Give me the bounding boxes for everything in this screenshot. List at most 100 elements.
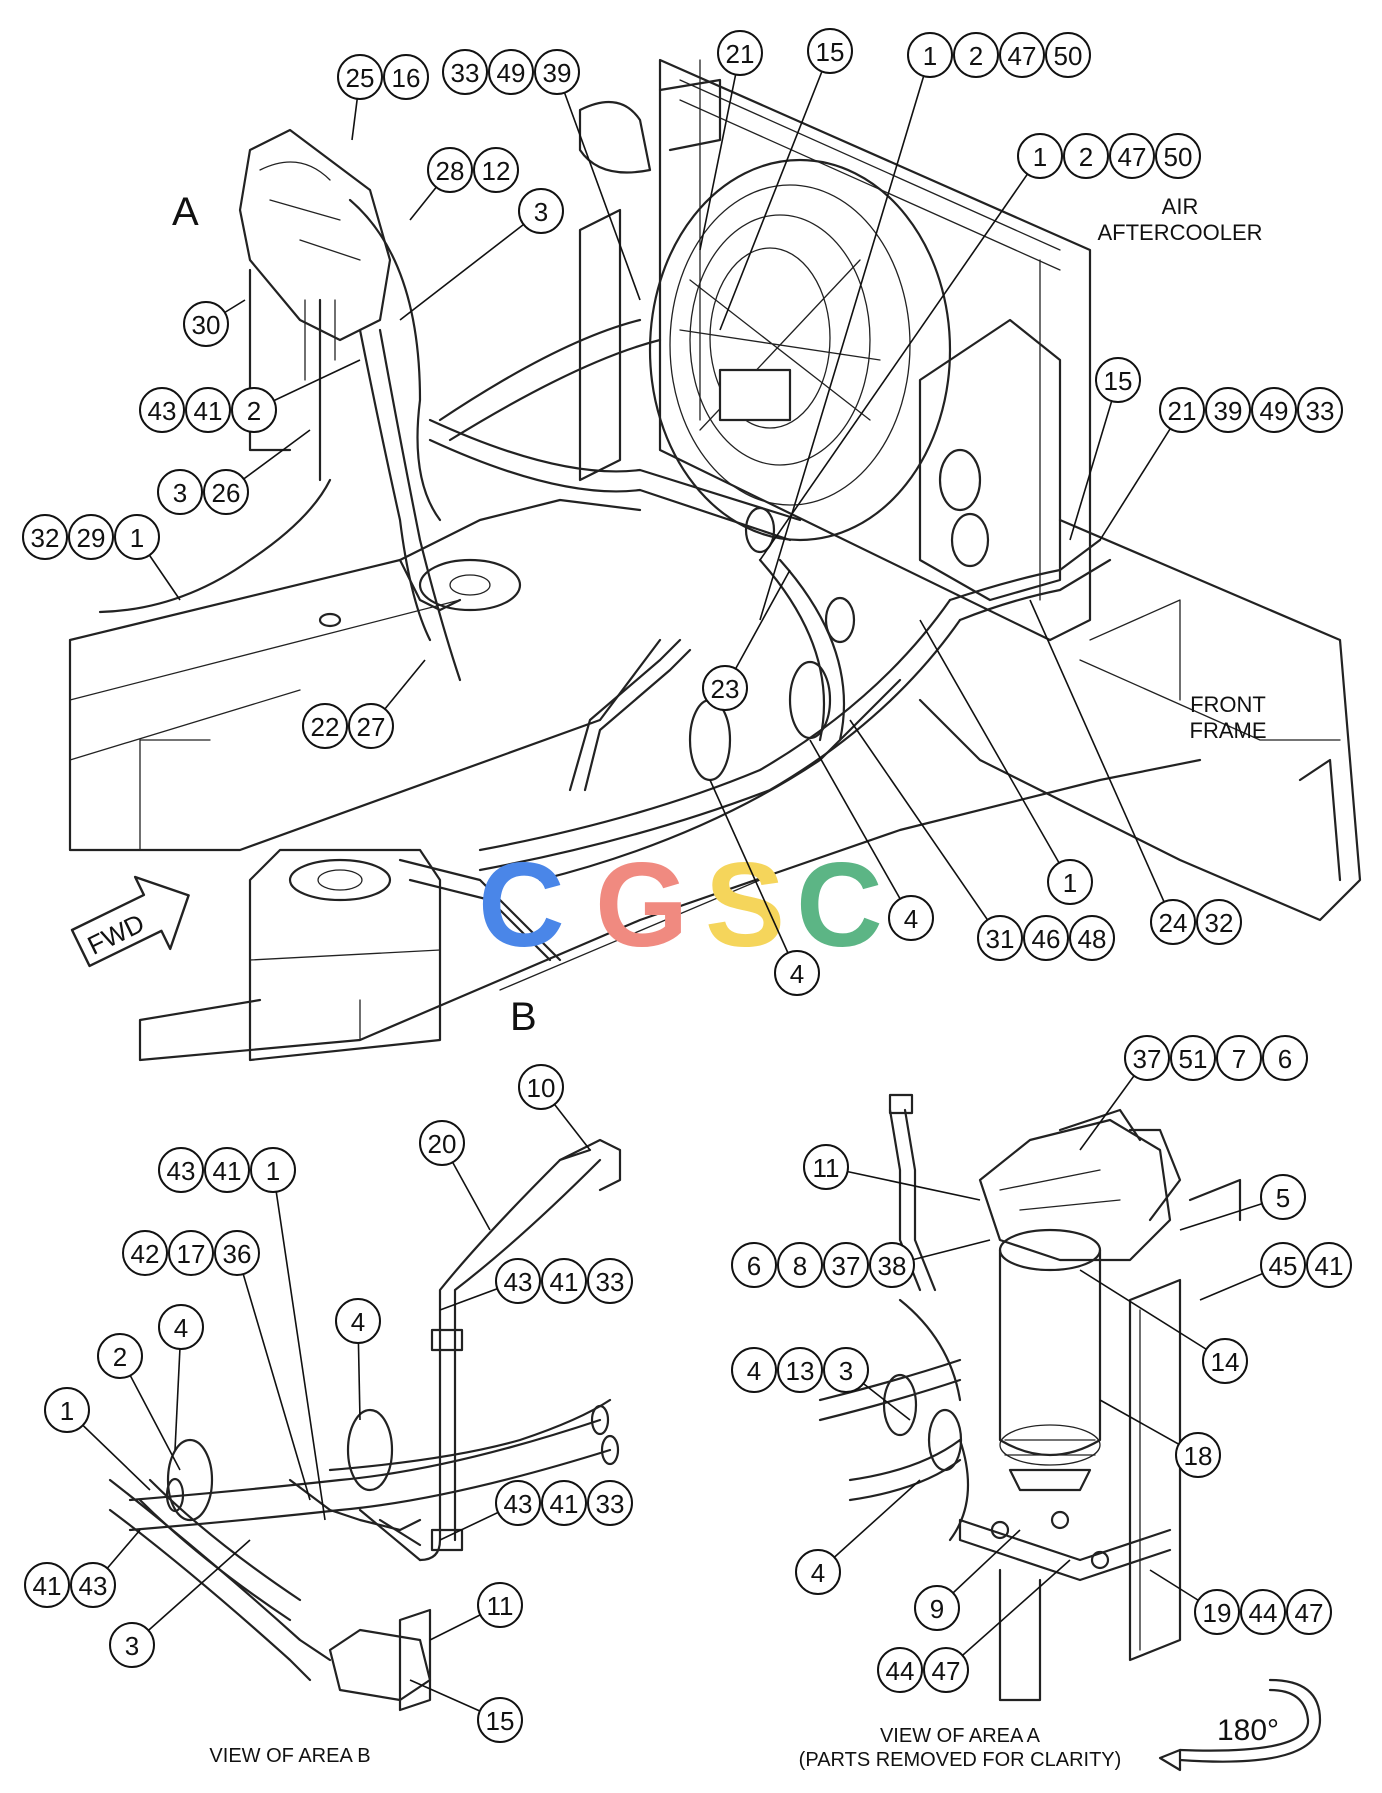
area-a-filter-assembly: [238, 128, 392, 342]
callout-bubble: [1170, 1035, 1216, 1081]
callout-number: 1: [1033, 142, 1047, 172]
callout-bubble: [702, 665, 748, 711]
callout-bubble: [158, 1304, 204, 1350]
callout-bubble: [1262, 1035, 1308, 1081]
watermark-letter-4: C: [796, 838, 883, 972]
view-b-fitting: [328, 1628, 432, 1702]
cooling-fan: [648, 158, 952, 542]
callout-number: 22: [311, 712, 340, 742]
callout-bubble: [335, 1298, 381, 1344]
callout-bubble: [337, 54, 383, 100]
callout-number: 12: [482, 156, 511, 186]
callout-number: 33: [596, 1489, 625, 1519]
callout-number: 37: [1133, 1044, 1162, 1074]
callout-bubble: [1045, 32, 1091, 78]
callout-bubble: [923, 1647, 969, 1693]
front-frame-label-line1: FRONT: [1190, 692, 1266, 717]
callout-bubble: [953, 32, 999, 78]
callout-number: 29: [77, 523, 106, 553]
callout-number: 28: [436, 156, 465, 186]
callout-number: 4: [747, 1356, 761, 1386]
callout-bubble: [1205, 387, 1251, 433]
callout-bubble: [473, 147, 519, 193]
callout-number: 43: [504, 1267, 533, 1297]
callout-number: 17: [177, 1239, 206, 1269]
callout-bubble: [518, 1064, 564, 1110]
callout-bubble: [488, 49, 534, 95]
callout-bubble: [419, 1120, 465, 1166]
callout-number: 42: [131, 1239, 160, 1269]
callout-number: 43: [79, 1571, 108, 1601]
callout-number: 27: [357, 712, 386, 742]
callout-bubble: [495, 1258, 541, 1304]
callout-bubble: [1251, 387, 1297, 433]
callout-number: 2: [247, 396, 261, 426]
callout-bubble: [44, 1387, 90, 1433]
callout-number: 7: [1232, 1044, 1246, 1074]
callout-bubble: [914, 1585, 960, 1631]
callout-group: 22 27: [302, 703, 394, 749]
callout-bubble: [774, 950, 820, 996]
leader-line: [399, 210, 542, 321]
callout-bubble: [68, 514, 114, 560]
callout-number: 2: [1079, 142, 1093, 172]
lower-frame-rail: [138, 758, 1202, 1062]
callout-number: 31: [986, 924, 1015, 954]
callout-bubble: [158, 1147, 204, 1193]
fuel-filter-canister: [998, 1248, 1102, 1456]
mounting-bracket: [1128, 1278, 1182, 1662]
callout-number: 19: [1203, 1598, 1232, 1628]
callout-bubble: [250, 1147, 296, 1193]
watermark: C G S C: [478, 838, 883, 972]
area-b-block: [248, 848, 442, 1062]
callout-number: 1: [1063, 868, 1077, 898]
callout-bubble: [1159, 387, 1205, 433]
callout-number: 6: [1278, 1044, 1292, 1074]
callout-number: 45: [1269, 1251, 1298, 1281]
callout-number: 50: [1054, 41, 1083, 71]
callout-number: 25: [346, 63, 375, 93]
callout-number: 47: [1118, 142, 1147, 172]
left-frame-rail: [68, 498, 662, 852]
callout-number: 3: [839, 1356, 853, 1386]
callout-number: 33: [451, 58, 480, 88]
callout-bubble: [1069, 915, 1115, 961]
callout-group: 20: [419, 1120, 465, 1166]
callout-bubble: [795, 1549, 841, 1595]
callout-bubble: [1047, 859, 1093, 905]
callout-bubble: [717, 30, 763, 76]
callout-group: 3: [109, 1622, 155, 1668]
callout-number: 41: [213, 1156, 242, 1186]
callout-bubble: [70, 1562, 116, 1608]
callout-number: 21: [726, 39, 755, 69]
leader-line: [556, 71, 641, 301]
callout-group: 1: [1047, 859, 1093, 905]
callout-number: 32: [31, 523, 60, 553]
callout-bubble: [1216, 1035, 1262, 1081]
callout-bubble: [803, 1144, 849, 1190]
callout-number: 32: [1205, 908, 1234, 938]
callout-number: 39: [1214, 396, 1243, 426]
callout-number: 15: [816, 37, 845, 67]
callout-bubble: [477, 1582, 523, 1628]
callout-number: 18: [1184, 1441, 1213, 1471]
radiator-side-plate: [578, 208, 622, 482]
callout-group: 4: [795, 1549, 841, 1595]
callout-group: 4: [774, 950, 820, 996]
callout-bubble: [231, 387, 277, 433]
callout-number: 38: [878, 1251, 907, 1281]
callout-bubble: [888, 895, 934, 941]
callout-number: 21: [1168, 396, 1197, 426]
callout-bubble: [22, 514, 68, 560]
callout-group: 5: [1260, 1174, 1306, 1220]
callout-bubble: [109, 1622, 155, 1668]
callout-group: 28 12: [427, 147, 519, 193]
callout-number: 10: [527, 1073, 556, 1103]
callout-number: 43: [167, 1156, 196, 1186]
callout-number: 30: [192, 310, 221, 340]
